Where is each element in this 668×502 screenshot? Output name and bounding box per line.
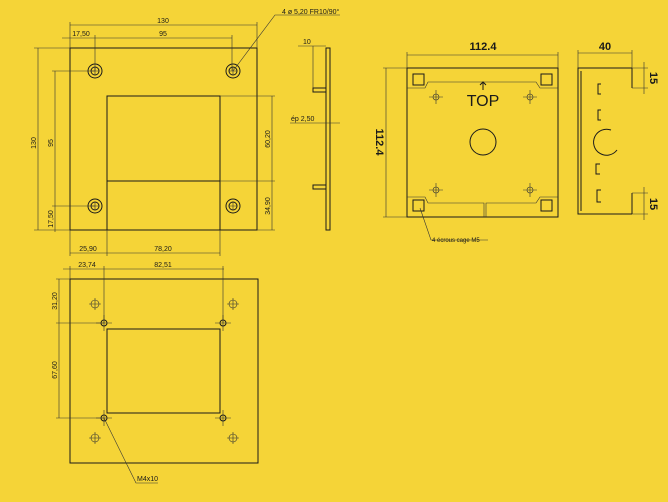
dim-flange-top: 15: [647, 72, 659, 84]
hole-icon: [429, 90, 443, 104]
threaded-holes: [89, 298, 239, 444]
hole-icon: [523, 183, 537, 197]
thread-callout: M4x10: [137, 476, 158, 483]
dim-box-width: 112.4: [470, 41, 498, 53]
hole-icon: [227, 298, 239, 310]
top-label: TOP: [467, 93, 500, 110]
dim-window-width: 78,20: [154, 246, 172, 253]
hole-icon: [89, 298, 101, 310]
dim-box-height: 112.4: [373, 129, 385, 157]
dim-flange-bottom: 15: [647, 198, 659, 210]
dim-window-offset-x: 25,90: [79, 246, 97, 253]
tab: [312, 87, 327, 93]
dim-lower-height: 34,90: [265, 197, 272, 215]
hole-icon: [523, 90, 537, 104]
dim-thickness: ép 2,50: [291, 116, 314, 123]
dim-spacing-x: 82,51: [154, 262, 172, 269]
hole-icon: [89, 432, 101, 444]
dim-spacing-y: 67,60: [52, 361, 59, 379]
plate-edge: [325, 47, 331, 231]
cage-nut-square: [412, 73, 425, 86]
dim-depth: 40: [599, 41, 611, 53]
dim-hole-spacing-x: 95: [159, 31, 167, 38]
dim-tab-length: 10: [303, 39, 311, 46]
cable-hole: [469, 128, 497, 156]
box-side-outline: [577, 67, 633, 215]
cage-nut-square: [540, 199, 553, 212]
dim-hole-spacing-y: 95: [48, 139, 55, 147]
dim-offset-y: 31,20: [52, 292, 59, 310]
window-cutout: [106, 328, 221, 414]
cage-nut-square: [412, 199, 425, 212]
thread-hole-icon: [215, 410, 231, 426]
dim-width: 130: [157, 18, 169, 25]
plate-outline: [69, 278, 259, 464]
dim-height: 130: [31, 137, 38, 149]
front-view: 130 17,50 95 130 95 17,50 60,20 34,90 25…: [31, 8, 340, 256]
arc-cutout: [593, 128, 618, 156]
side-view: 10 ép 2,50: [290, 39, 340, 231]
dim-offset-x: 23,74: [78, 262, 96, 269]
rear-view: 23,74 82,51 31,20 67,60 M4x10: [52, 262, 259, 484]
dim-window-height: 60,20: [265, 130, 272, 148]
box-side-view: 40 15 15: [577, 41, 659, 220]
box-outline: [406, 67, 559, 218]
tab: [312, 184, 327, 190]
arrow-up-icon: [479, 81, 487, 90]
nut-callout: 4 écrous cage M5: [432, 238, 480, 244]
box-view: TOP 112.4 112.4 4 écrous cage M5: [373, 41, 559, 244]
cage-nut-square: [540, 73, 553, 86]
hole-icon: [429, 183, 443, 197]
plate-outline: [69, 47, 258, 231]
hole-callout: 4 ø 5,20 FR10/90°: [282, 8, 339, 16]
dim-hole-offset-x: 17,50: [72, 31, 90, 38]
dim-hole-offset-y: 17,50: [48, 210, 55, 228]
window-cutout: [106, 95, 221, 182]
slots: [595, 83, 601, 203]
hole-icon: [227, 432, 239, 444]
hole-icon: [225, 198, 241, 214]
mounting-holes: [87, 63, 241, 214]
